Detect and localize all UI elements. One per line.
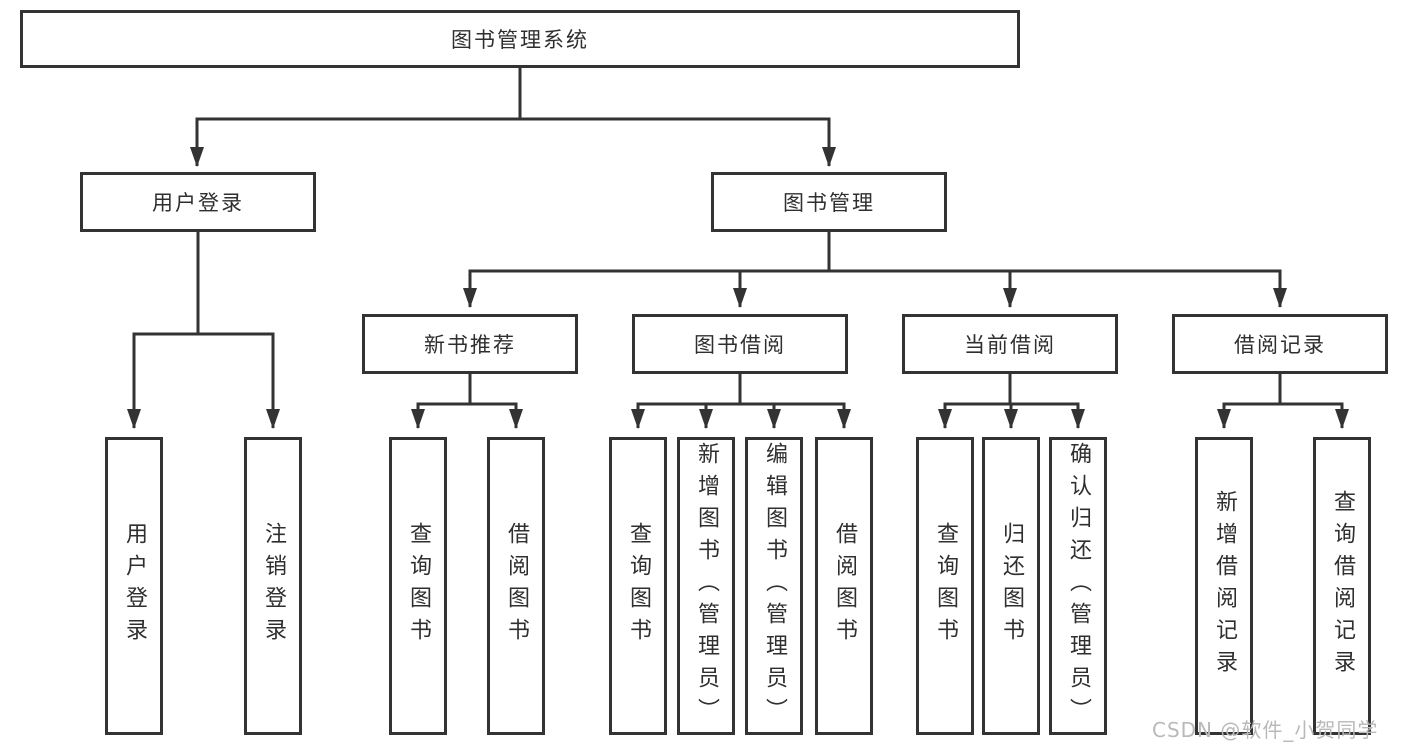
node-book-borrow: 图书借阅 bbox=[632, 314, 848, 374]
node-label: 图书借阅 bbox=[694, 333, 786, 357]
node-label: 编辑图书（管理员） bbox=[762, 442, 787, 730]
node-confirm-return-admin: 确认归还（管理员） bbox=[1049, 437, 1107, 735]
node-add-books-admin: 新增图书（管理员） bbox=[677, 437, 735, 735]
node-label: 借阅图书 bbox=[504, 522, 529, 650]
connector-user-login-to-leaves bbox=[127, 232, 280, 429]
node-label: 当前借阅 bbox=[964, 333, 1056, 357]
node-label: 图书管理 bbox=[783, 191, 875, 215]
node-root-system: 图书管理系统 bbox=[20, 10, 1020, 68]
node-query-borrow-record: 查询借阅记录 bbox=[1313, 437, 1371, 735]
node-user-login-action: 用户登录 bbox=[105, 437, 163, 735]
node-current-borrow: 当前借阅 bbox=[902, 314, 1118, 374]
node-label: 归还图书 bbox=[999, 522, 1024, 650]
connector-root-to-level2 bbox=[190, 68, 836, 167]
node-label: 查询图书 bbox=[626, 522, 651, 650]
node-current-query-books: 查询图书 bbox=[916, 437, 974, 735]
node-logout: 注销登录 bbox=[244, 437, 302, 735]
node-label: 借阅图书 bbox=[832, 522, 857, 650]
node-label: 新增借阅记录 bbox=[1212, 490, 1237, 682]
node-user-login: 用户登录 bbox=[80, 172, 316, 232]
node-add-borrow-record: 新增借阅记录 bbox=[1195, 437, 1253, 735]
node-borrow-records: 借阅记录 bbox=[1172, 314, 1388, 374]
node-new-book-recommend: 新书推荐 bbox=[362, 314, 578, 374]
csdn-watermark: CSDN @软件_小贺同学 bbox=[1152, 718, 1379, 742]
node-label: 注销登录 bbox=[261, 522, 286, 650]
node-label: 查询图书 bbox=[933, 522, 958, 650]
node-label: 用户登录 bbox=[152, 191, 244, 215]
node-label: 图书管理系统 bbox=[451, 28, 589, 52]
node-label: 查询图书 bbox=[406, 522, 431, 650]
node-edit-books-admin: 编辑图书（管理员） bbox=[745, 437, 803, 735]
node-recommend-query-books: 查询图书 bbox=[389, 437, 447, 735]
connector-new-book-recommend-to-leaves bbox=[411, 374, 523, 429]
node-borrow-borrow-books: 借阅图书 bbox=[815, 437, 873, 735]
connector-borrow-records-to-leaves bbox=[1217, 374, 1349, 429]
node-recommend-borrow-books: 借阅图书 bbox=[487, 437, 545, 735]
node-label: 确认归还（管理员） bbox=[1066, 442, 1091, 730]
node-label: 借阅记录 bbox=[1234, 333, 1326, 357]
connector-current-borrow-to-leaves bbox=[938, 374, 1085, 429]
connector-book-borrow-to-leaves bbox=[631, 374, 851, 429]
node-label: 用户登录 bbox=[122, 522, 147, 650]
node-label: 新增图书（管理员） bbox=[694, 442, 719, 730]
connector-book-management-to-level3 bbox=[463, 232, 1287, 308]
node-book-management: 图书管理 bbox=[711, 172, 947, 232]
node-return-books: 归还图书 bbox=[982, 437, 1040, 735]
node-label: 新书推荐 bbox=[424, 333, 516, 357]
node-label: 查询借阅记录 bbox=[1330, 490, 1355, 682]
node-borrow-query-books: 查询图书 bbox=[609, 437, 667, 735]
